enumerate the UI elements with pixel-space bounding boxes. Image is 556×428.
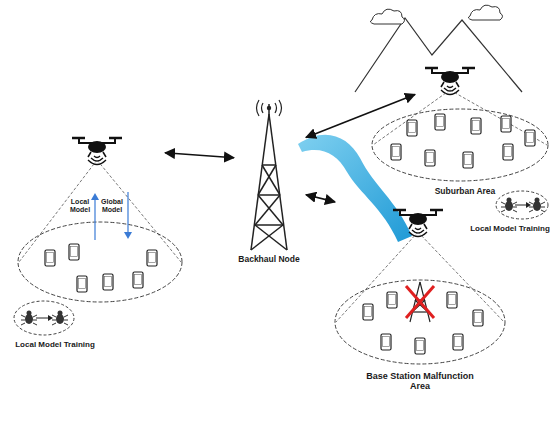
area-region: Suburban Area: [415, 55, 545, 205]
backhaul-tower: Backhaul Node: [234, 100, 306, 272]
area-label: Local Model Training: [468, 224, 552, 233]
training-circle: Local Model Training: [4, 300, 108, 356]
area-label: Suburban Area: [423, 187, 507, 197]
link-arrow: [306, 94, 415, 137]
area-label: Global Model: [97, 198, 127, 214]
area-label: Local Model Training: [4, 340, 106, 349]
area-region: Local ModelGlobal Model: [60, 130, 165, 225]
training-circle: Local Model Training: [468, 186, 554, 240]
area-label: Backhaul Node: [234, 255, 304, 265]
link-arrow: [165, 153, 234, 158]
link-arrow: [306, 195, 335, 202]
area-label: Local Model: [66, 198, 94, 214]
area-label: Base Station Malfunction Area: [365, 371, 475, 392]
area-region: Base Station Malfunction Area: [335, 195, 505, 405]
